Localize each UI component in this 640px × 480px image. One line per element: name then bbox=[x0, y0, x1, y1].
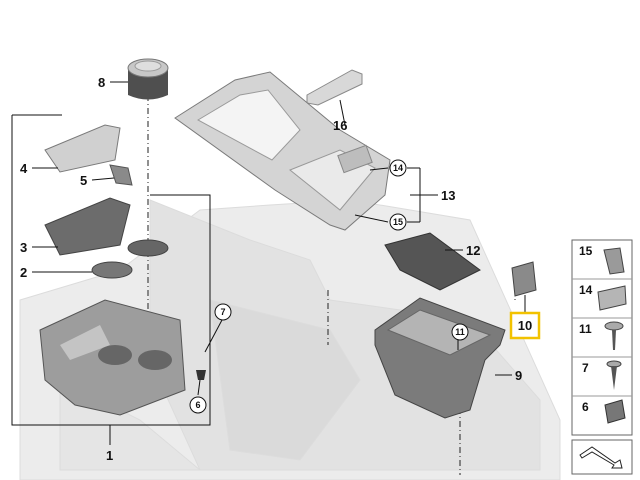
callout-7-circle: 7 bbox=[214, 303, 232, 321]
callout-10-highlighted: 10 bbox=[509, 311, 541, 340]
legend-num-11: 11 bbox=[579, 322, 592, 336]
part-8-knob bbox=[127, 58, 169, 100]
callout-5: 5 bbox=[80, 173, 87, 188]
callout-15-circle: 15 bbox=[389, 213, 407, 231]
callout-8: 8 bbox=[98, 75, 105, 90]
part-10-bracket bbox=[511, 261, 537, 297]
part-6-rivet bbox=[196, 370, 206, 380]
part-16-trim-strip bbox=[306, 69, 363, 106]
washer-screw-icon bbox=[604, 321, 624, 350]
part-12-storage-mat bbox=[384, 232, 481, 291]
svg-text:10: 10 bbox=[518, 318, 532, 333]
legend-num-6: 6 bbox=[582, 400, 589, 414]
tapping-screw-icon bbox=[606, 360, 622, 390]
fastener-legend: 15 14 11 7 6 bbox=[571, 239, 633, 436]
part-1-console-carrier bbox=[39, 299, 186, 416]
svg-text:14: 14 bbox=[393, 163, 403, 173]
callout-14-circle: 14 bbox=[389, 159, 407, 177]
part-9-storage-box bbox=[374, 297, 506, 419]
callout-2: 2 bbox=[20, 265, 27, 280]
callout-12: 12 bbox=[466, 243, 480, 258]
callout-13: 13 bbox=[441, 188, 455, 203]
svg-text:6: 6 bbox=[195, 400, 200, 410]
part-4-cover bbox=[44, 124, 121, 173]
group-bracket-1 bbox=[11, 115, 211, 426]
spring-clip-icon bbox=[597, 285, 627, 311]
callout-11-circle: 11 bbox=[451, 323, 469, 341]
part-3-tray bbox=[44, 197, 131, 256]
legend-num-15: 15 bbox=[579, 244, 593, 258]
part-5-clip bbox=[109, 164, 133, 186]
callout-3: 3 bbox=[20, 240, 27, 255]
part-2-mat bbox=[91, 261, 133, 279]
shape-arrow-icon bbox=[571, 439, 633, 475]
legend-num-14: 14 bbox=[579, 283, 593, 297]
part-13-trim-bezel bbox=[174, 71, 391, 231]
callout-6-circle: 6 bbox=[189, 396, 207, 414]
callout-9: 9 bbox=[515, 368, 522, 383]
callout-4: 4 bbox=[20, 161, 28, 176]
svg-text:7: 7 bbox=[220, 307, 225, 317]
svg-text:11: 11 bbox=[455, 327, 465, 337]
callout-16: 16 bbox=[333, 118, 347, 133]
svg-text:15: 15 bbox=[393, 217, 403, 227]
legend-num-7: 7 bbox=[582, 361, 589, 375]
leader-lines bbox=[32, 81, 526, 396]
callout-1: 1 bbox=[106, 448, 113, 463]
expanding-rivet-icon bbox=[604, 399, 626, 424]
clip-nut-icon bbox=[603, 247, 625, 275]
